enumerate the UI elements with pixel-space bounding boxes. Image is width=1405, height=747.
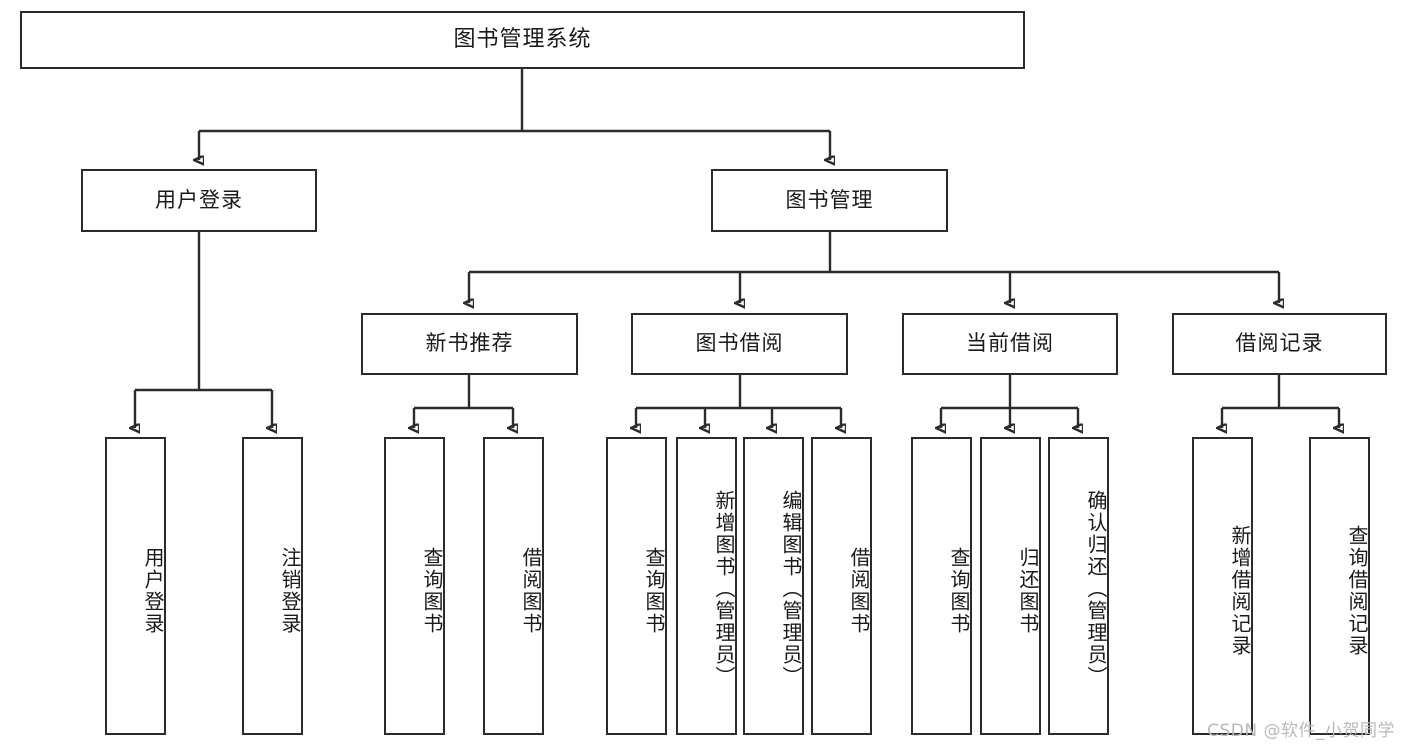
leaf-current-borrow-query[interactable]: 查询图书 [911, 437, 972, 735]
leaf-book-borrow-add[interactable]: 新增图书（管理员） [676, 437, 737, 735]
leaf-new-book-query[interactable]: 查询图书 [384, 437, 445, 735]
node-label: 查询图书 [642, 547, 666, 635]
node-current-borrow[interactable]: 当前借阅 [902, 313, 1118, 375]
node-label: 图书管理系统 [453, 26, 592, 52]
node-new-book-recommend[interactable]: 新书推荐 [361, 313, 578, 375]
node-label: 归还图书 [1016, 547, 1040, 635]
leaf-user-login-logout[interactable]: 注销登录 [242, 437, 303, 735]
leaf-book-borrow-borrow[interactable]: 借阅图书 [811, 437, 872, 735]
node-label: 查询图书 [420, 547, 444, 635]
node-user-login[interactable]: 用户登录 [81, 169, 317, 232]
node-book-borrow[interactable]: 图书借阅 [631, 313, 848, 375]
node-root-system[interactable]: 图书管理系统 [20, 11, 1025, 69]
node-label: 借阅图书 [519, 547, 543, 635]
node-label: 当前借阅 [966, 331, 1054, 356]
node-label: 确认归还（管理员） [1084, 490, 1108, 688]
node-label: 用户登录 [155, 187, 243, 212]
watermark-text: CSDN @软件_小贺同学 [1207, 721, 1395, 741]
node-label: 查询借阅记录 [1345, 525, 1369, 657]
leaf-book-borrow-edit[interactable]: 编辑图书（管理员） [743, 437, 804, 735]
leaf-current-borrow-confirm-return[interactable]: 确认归还（管理员） [1048, 437, 1109, 735]
leaf-current-borrow-return[interactable]: 归还图书 [980, 437, 1041, 735]
leaf-book-borrow-query[interactable]: 查询图书 [606, 437, 667, 735]
node-label: 新增图书（管理员） [712, 490, 736, 688]
node-label: 编辑图书（管理员） [779, 490, 803, 688]
node-borrow-record[interactable]: 借阅记录 [1172, 313, 1387, 375]
node-label: 图书管理 [785, 187, 874, 212]
node-label: 借阅记录 [1235, 331, 1324, 356]
node-label: 用户登录 [141, 547, 165, 635]
node-label: 新增借阅记录 [1228, 525, 1252, 657]
node-book-management[interactable]: 图书管理 [711, 169, 948, 232]
node-label: 图书借阅 [695, 331, 784, 356]
node-label: 注销登录 [278, 547, 302, 635]
leaf-borrow-record-query[interactable]: 查询借阅记录 [1309, 437, 1370, 735]
node-label: 借阅图书 [847, 547, 871, 635]
node-label: 新书推荐 [425, 331, 514, 356]
leaf-new-book-borrow[interactable]: 借阅图书 [483, 437, 544, 735]
leaf-borrow-record-add[interactable]: 新增借阅记录 [1192, 437, 1253, 735]
leaf-user-login-login[interactable]: 用户登录 [105, 437, 166, 735]
node-label: 查询图书 [947, 547, 971, 635]
